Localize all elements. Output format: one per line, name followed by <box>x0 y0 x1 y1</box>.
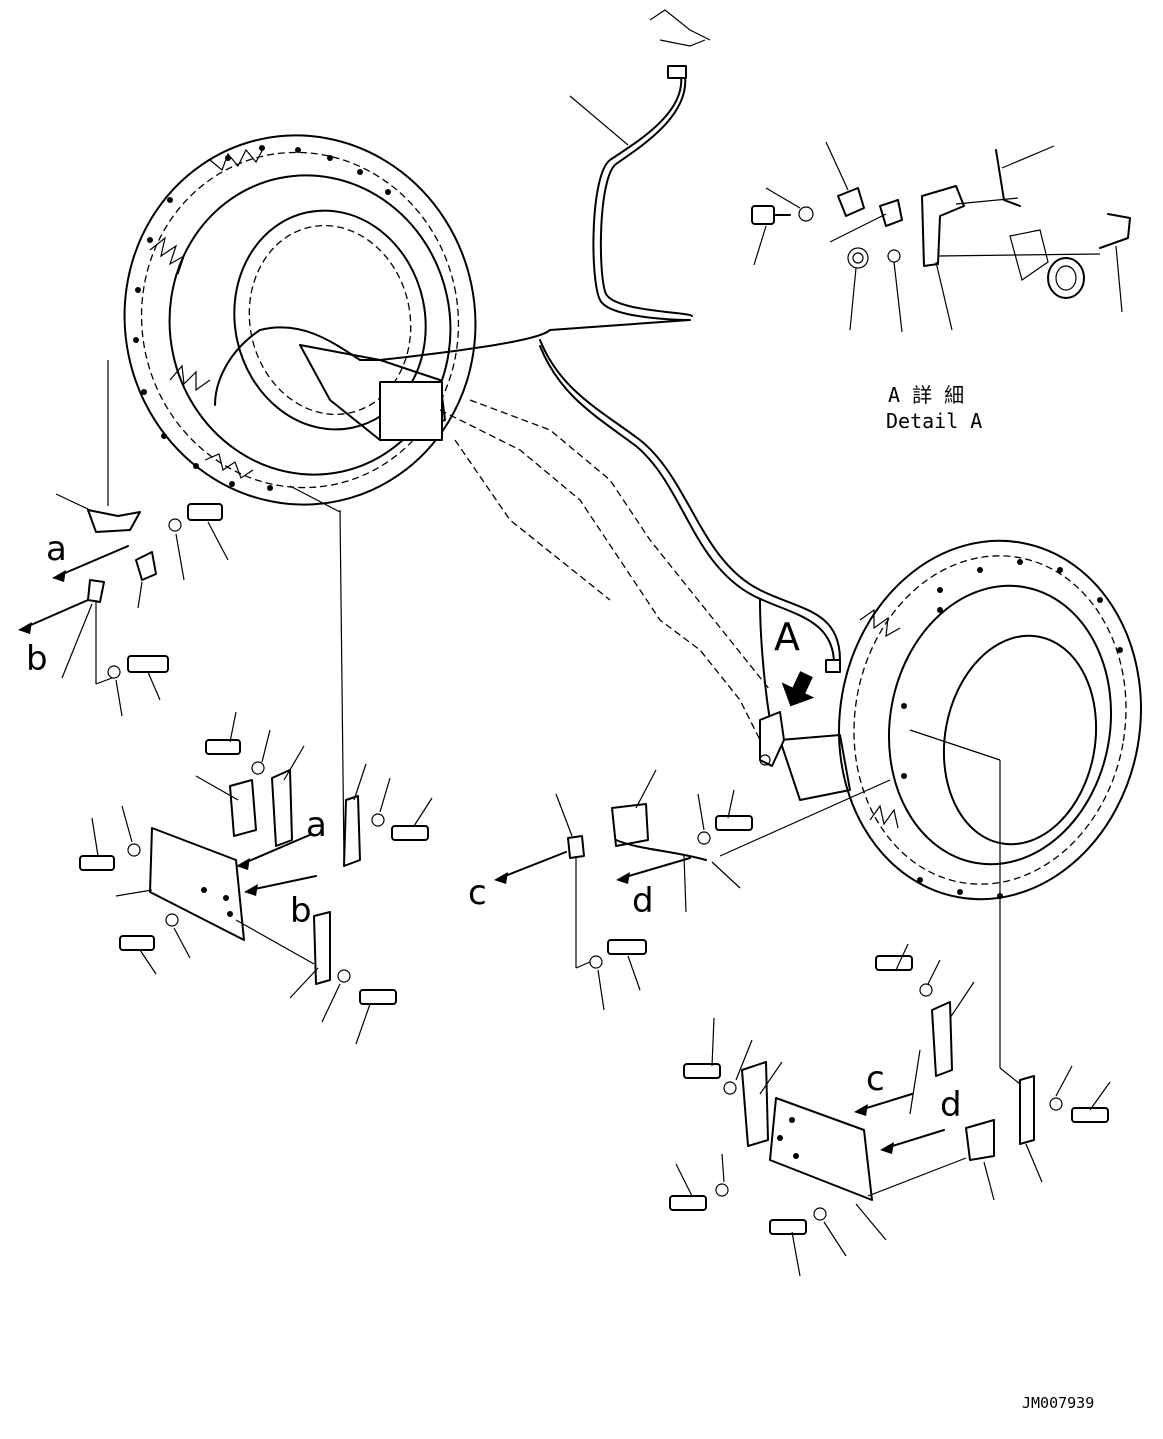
right-sensor-bracket <box>759 711 785 767</box>
detail-a: A 詳 細 Detail A <box>751 141 1131 433</box>
label-b-center: b <box>290 891 312 931</box>
label-d-right: d <box>940 1085 962 1125</box>
detail-title-jp: A 詳 細 <box>888 383 964 407</box>
harness-leader <box>569 95 629 146</box>
center-clamp-group: c d <box>468 769 891 1011</box>
drawing-number: JM007939 <box>1022 1394 1094 1412</box>
wire-harness <box>214 9 841 721</box>
label-b-left: b <box>26 639 48 679</box>
label-c-right: c <box>866 1059 885 1099</box>
label-c-center: c <box>468 873 487 913</box>
label-a-left: a <box>46 529 67 569</box>
left-clamp-group: a b <box>18 360 229 717</box>
view-arrow-label: A <box>774 615 800 659</box>
detail-title-en: Detail A <box>886 409 982 433</box>
right-axle-end <box>779 734 851 801</box>
left-mount-plate: a b <box>79 485 433 1045</box>
view-arrow-a: A <box>774 615 815 707</box>
right-wheel <box>838 539 1142 901</box>
left-wheel <box>123 134 477 506</box>
right-mount-plate: c d <box>669 729 1111 1277</box>
axle-housing <box>299 344 771 741</box>
label-a-center: a <box>306 805 327 845</box>
label-d-center: d <box>632 881 654 921</box>
